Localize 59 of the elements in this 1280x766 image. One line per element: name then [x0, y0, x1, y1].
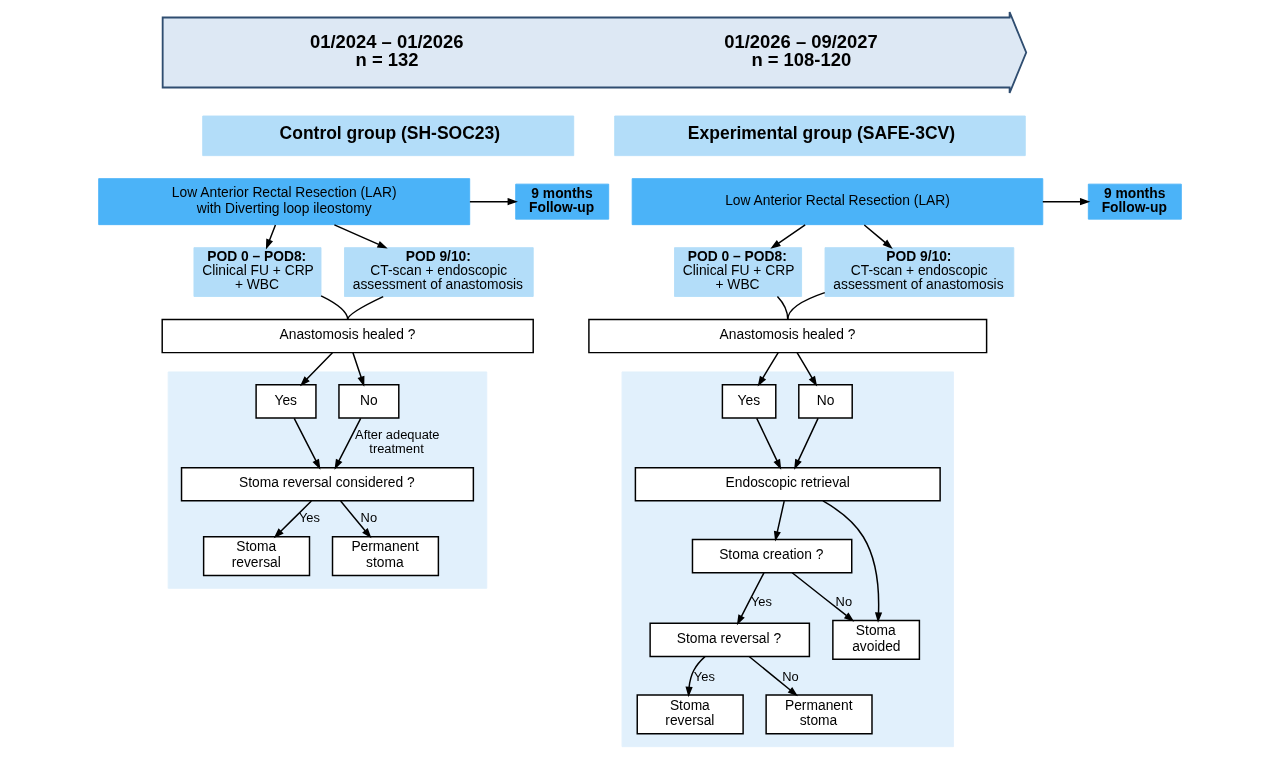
node-box: Stoma reversal ? [649, 622, 811, 658]
node-box: Stoma creation ? [691, 538, 853, 574]
node-box: Stoma reversal [202, 536, 311, 577]
arrow [333, 224, 388, 249]
edge-label: Yes [298, 510, 320, 526]
cluster [167, 371, 488, 589]
node-box: Stoma avoided [832, 619, 921, 660]
node-box: POD 9/10: CT-scan + endoscopic assessment of anastomosis [824, 247, 1015, 297]
node-box: 9 months Follow-up [515, 183, 610, 220]
arrow [796, 351, 818, 387]
node-box: Yes [255, 384, 317, 419]
edge-label: Yes [693, 668, 715, 684]
node-box: Anastomosis healed ? [161, 318, 534, 354]
node-box: Experimental group (SAFE-3CV) [614, 115, 1026, 157]
arrow [756, 417, 782, 470]
edge-label: After adequate treatment [355, 427, 440, 457]
arrow [300, 351, 334, 387]
arrow [352, 351, 365, 387]
node-box: No [338, 384, 400, 419]
arrow [770, 224, 806, 249]
edge-label: No [360, 510, 378, 526]
arrow [757, 351, 779, 387]
node-box: Permanent stoma [331, 536, 440, 577]
node-box: Yes [721, 384, 777, 419]
arrow [265, 224, 277, 250]
node-box: POD 9/10: CT-scan + endoscopic assessment of anastomosis [344, 247, 534, 297]
node-box: Low Anterior Rectal Resection (LAR) [631, 178, 1044, 226]
arrow [794, 417, 819, 470]
node-box: Anastomosis healed ? [588, 318, 988, 354]
node-box: Endoscopic retrieval [634, 466, 941, 502]
node-box: 9 months Follow-up [1087, 183, 1182, 220]
arrow [748, 655, 798, 697]
node-box: POD 0 – POD8: Clinical FU + CRP + WBC [193, 247, 322, 297]
node-box: Control group (SH-SOC23) [202, 115, 575, 157]
arrow [822, 500, 883, 623]
arrow [791, 572, 855, 622]
arrow [293, 417, 321, 470]
connector [346, 295, 384, 321]
node-box: POD 0 – POD8: Clinical FU + CRP + WBC [674, 247, 803, 297]
arrow [1042, 198, 1091, 206]
arrow [469, 198, 518, 206]
cluster [621, 371, 954, 748]
arrow [685, 655, 706, 698]
edge-label: No [782, 668, 799, 684]
arrow [273, 500, 313, 539]
node-box: No [798, 384, 853, 419]
arrow [863, 224, 893, 249]
node-box: Low Anterior Rectal Resection (LAR) with Diverting loop ileostomy [98, 178, 471, 226]
node-box: Stoma reversal [636, 694, 744, 735]
arrow [736, 572, 765, 626]
connector [787, 291, 826, 321]
edge-label: No [835, 593, 853, 609]
edge-label: Yes [750, 593, 772, 609]
node-box: Stoma reversal considered ? [180, 466, 475, 502]
arrow [773, 500, 785, 542]
node-box: Permanent stoma [765, 694, 873, 735]
connector [320, 295, 349, 321]
arrow [334, 417, 362, 470]
arrow [339, 500, 372, 539]
